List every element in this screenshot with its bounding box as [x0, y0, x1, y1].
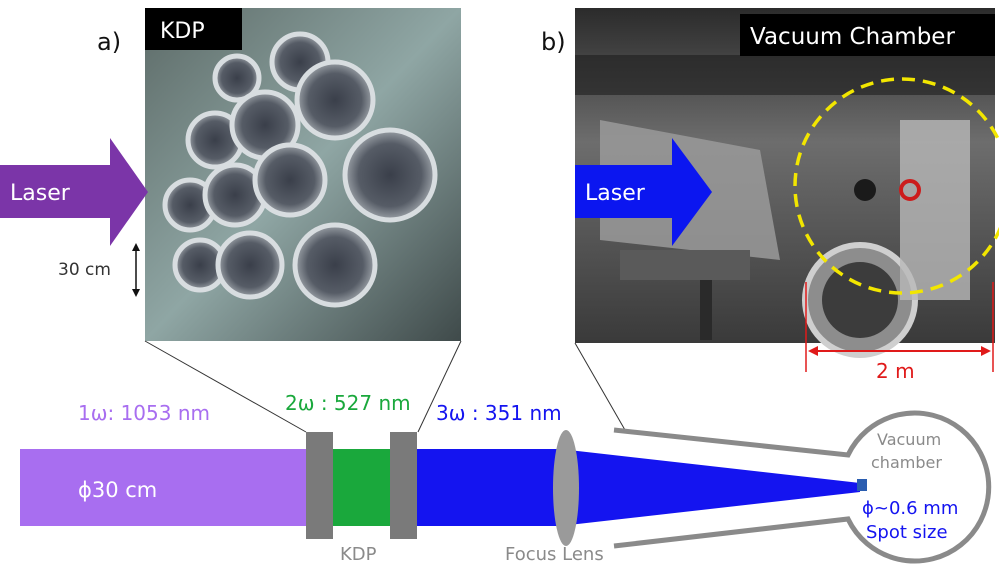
- panel-a-tag: a): [97, 28, 121, 56]
- chamber-label-line2: chamber: [871, 453, 942, 472]
- kdp-crystal-2: [390, 432, 417, 539]
- focus-lens-label: Focus Lens: [505, 544, 604, 565]
- scale-b-arrow-left: [808, 346, 818, 356]
- panel-a: a) KDP Laser 30 cm: [0, 8, 461, 341]
- beamline: 1ω: 1053 nm 2ω : 527 nm 3ω : 351 nm ϕ30 …: [20, 391, 992, 565]
- kdp-title: KDP: [160, 19, 205, 44]
- kdp-label: KDP: [340, 544, 377, 565]
- scale-a-label: 30 cm: [58, 260, 111, 280]
- vacuum-title: Vacuum Chamber: [750, 24, 955, 50]
- omega1-label: 1ω: 1053 nm: [78, 401, 210, 425]
- laser-arrow-b: [575, 138, 712, 246]
- beam-1w: [20, 449, 310, 526]
- omega2-label: 2ω : 527 nm: [285, 391, 411, 415]
- laser-arrow-a-label: Laser: [10, 181, 71, 206]
- chamber-label-line1: Vacuum: [877, 430, 941, 449]
- beam-diameter-label: ϕ30 cm: [78, 478, 157, 502]
- panel-b-tag: b): [541, 28, 566, 56]
- kdp-crystal-array: [162, 31, 438, 308]
- laser-arrow-a: [0, 138, 148, 246]
- beam-2w: [330, 449, 392, 526]
- kdp-crystal-1: [306, 432, 333, 539]
- vacuum-chamber-outline: [613, 410, 992, 564]
- scale-b-label: 2 m: [876, 359, 915, 383]
- beam-3w: [416, 449, 860, 526]
- zoom-connectors: [144, 340, 626, 433]
- focus-lens: [553, 430, 579, 546]
- kdp-title-box: [145, 8, 242, 50]
- spot-size-label: Spot size: [866, 522, 948, 543]
- scale-a-arrow-bottom: [132, 289, 140, 297]
- panel-b: b) Vacuum Chamber Laser 2 m: [541, 8, 999, 383]
- vacuum-title-box: [740, 14, 995, 56]
- laser-arrow-b-label: Laser: [585, 181, 646, 206]
- scale-b-arrow-right: [981, 346, 991, 356]
- target-spot: [857, 479, 867, 491]
- scale-a-arrow-top: [132, 243, 140, 251]
- omega3-label: 3ω : 351 nm: [436, 401, 562, 425]
- spot-diameter-label: ϕ~0.6 mm: [862, 498, 958, 519]
